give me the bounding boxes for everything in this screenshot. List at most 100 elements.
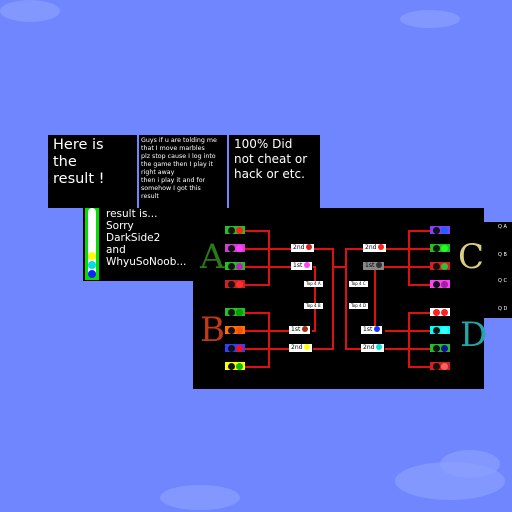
wire — [245, 330, 269, 332]
marble — [433, 280, 440, 288]
wire — [385, 248, 409, 250]
wire — [268, 230, 270, 286]
group-letter-d: D — [460, 315, 488, 355]
marble-lane — [225, 308, 245, 316]
caption-panel — [48, 135, 320, 208]
marble — [228, 344, 235, 352]
cloud — [160, 485, 240, 510]
marble — [441, 344, 448, 352]
wire — [345, 248, 347, 350]
wire — [345, 348, 365, 350]
wire — [245, 230, 269, 232]
placement-tag: 2nd — [363, 244, 387, 252]
marble-lane — [225, 280, 245, 288]
marble — [228, 262, 235, 270]
wire — [313, 248, 333, 250]
wire — [333, 266, 347, 268]
marble-lane — [430, 308, 450, 316]
marble — [433, 326, 440, 334]
wire — [408, 230, 410, 286]
marble — [236, 326, 243, 334]
apology-text: result is... Sorry DarkSide2 and WhyuSoN… — [106, 208, 187, 268]
marble — [433, 244, 440, 252]
wire — [408, 312, 410, 368]
marble — [441, 362, 448, 370]
no-cheat-text: 100% Did not cheat or hack or etc. — [234, 137, 308, 181]
wire — [408, 230, 430, 232]
marble — [433, 308, 440, 316]
marble-lane — [430, 326, 450, 334]
apology-panel — [83, 206, 203, 281]
marble-lane — [225, 326, 245, 334]
wire — [245, 312, 269, 314]
wire — [245, 284, 269, 286]
wire — [245, 248, 269, 250]
wire — [385, 348, 409, 350]
wire — [374, 266, 376, 330]
marble-lane — [225, 362, 245, 370]
marble — [228, 244, 235, 252]
marble — [441, 280, 448, 288]
marble-lane — [430, 244, 450, 252]
wire — [268, 348, 292, 350]
wire — [332, 248, 334, 350]
marble-lane — [430, 226, 450, 234]
wire — [245, 366, 269, 368]
wire — [408, 248, 430, 250]
marble — [236, 244, 243, 252]
group-letter-b: B — [200, 310, 225, 350]
placement-tag: 2nd — [361, 344, 385, 352]
marble-lane — [225, 226, 245, 234]
marble — [236, 344, 243, 352]
side-label: Q B — [498, 252, 507, 258]
group-letter-c: C — [458, 237, 485, 277]
side-label: Q C — [498, 278, 508, 284]
marble — [228, 308, 235, 316]
placement-tag: 2nd — [291, 244, 315, 252]
group-letter-a: A — [200, 237, 225, 277]
marble — [88, 252, 96, 260]
marble-lane — [430, 362, 450, 370]
side-label: Q A — [498, 224, 507, 230]
marble-tube — [85, 206, 99, 280]
top4-label: Top 4 B — [304, 303, 323, 309]
placement-tag: 1st — [289, 326, 311, 334]
marble-lane — [225, 262, 245, 270]
wire — [385, 330, 409, 332]
wire — [408, 366, 430, 368]
marble-lane — [430, 344, 450, 352]
wire — [408, 266, 430, 268]
wire — [314, 266, 316, 330]
marble — [88, 270, 96, 278]
side-strip — [484, 222, 512, 318]
wire — [268, 312, 270, 368]
placement-tag: 1st — [363, 262, 385, 270]
cloud — [440, 450, 500, 478]
marble — [228, 280, 235, 288]
bracket-board — [193, 208, 484, 389]
marble — [441, 326, 448, 334]
wire — [268, 248, 292, 250]
wire — [268, 266, 292, 268]
marble-lane — [430, 280, 450, 288]
marble — [228, 226, 235, 234]
cloud — [400, 10, 460, 28]
top4-label: Top 4 D — [349, 303, 368, 309]
marble — [441, 262, 448, 270]
marble — [236, 226, 243, 234]
marble — [236, 308, 243, 316]
message-text: Guys if u are tolding me that I move mar… — [141, 137, 217, 200]
result-intro-text: Here is the result ! — [53, 137, 105, 187]
wire — [408, 330, 430, 332]
marble-lane — [430, 262, 450, 270]
marble — [441, 308, 448, 316]
marble — [433, 226, 440, 234]
wire — [313, 348, 333, 350]
wire — [408, 284, 430, 286]
wire — [408, 348, 430, 350]
placement-tag: 1st — [361, 326, 383, 334]
marble — [228, 362, 235, 370]
marble — [433, 262, 440, 270]
cloud — [0, 0, 60, 22]
top4-label: Top 4 C — [349, 281, 368, 287]
